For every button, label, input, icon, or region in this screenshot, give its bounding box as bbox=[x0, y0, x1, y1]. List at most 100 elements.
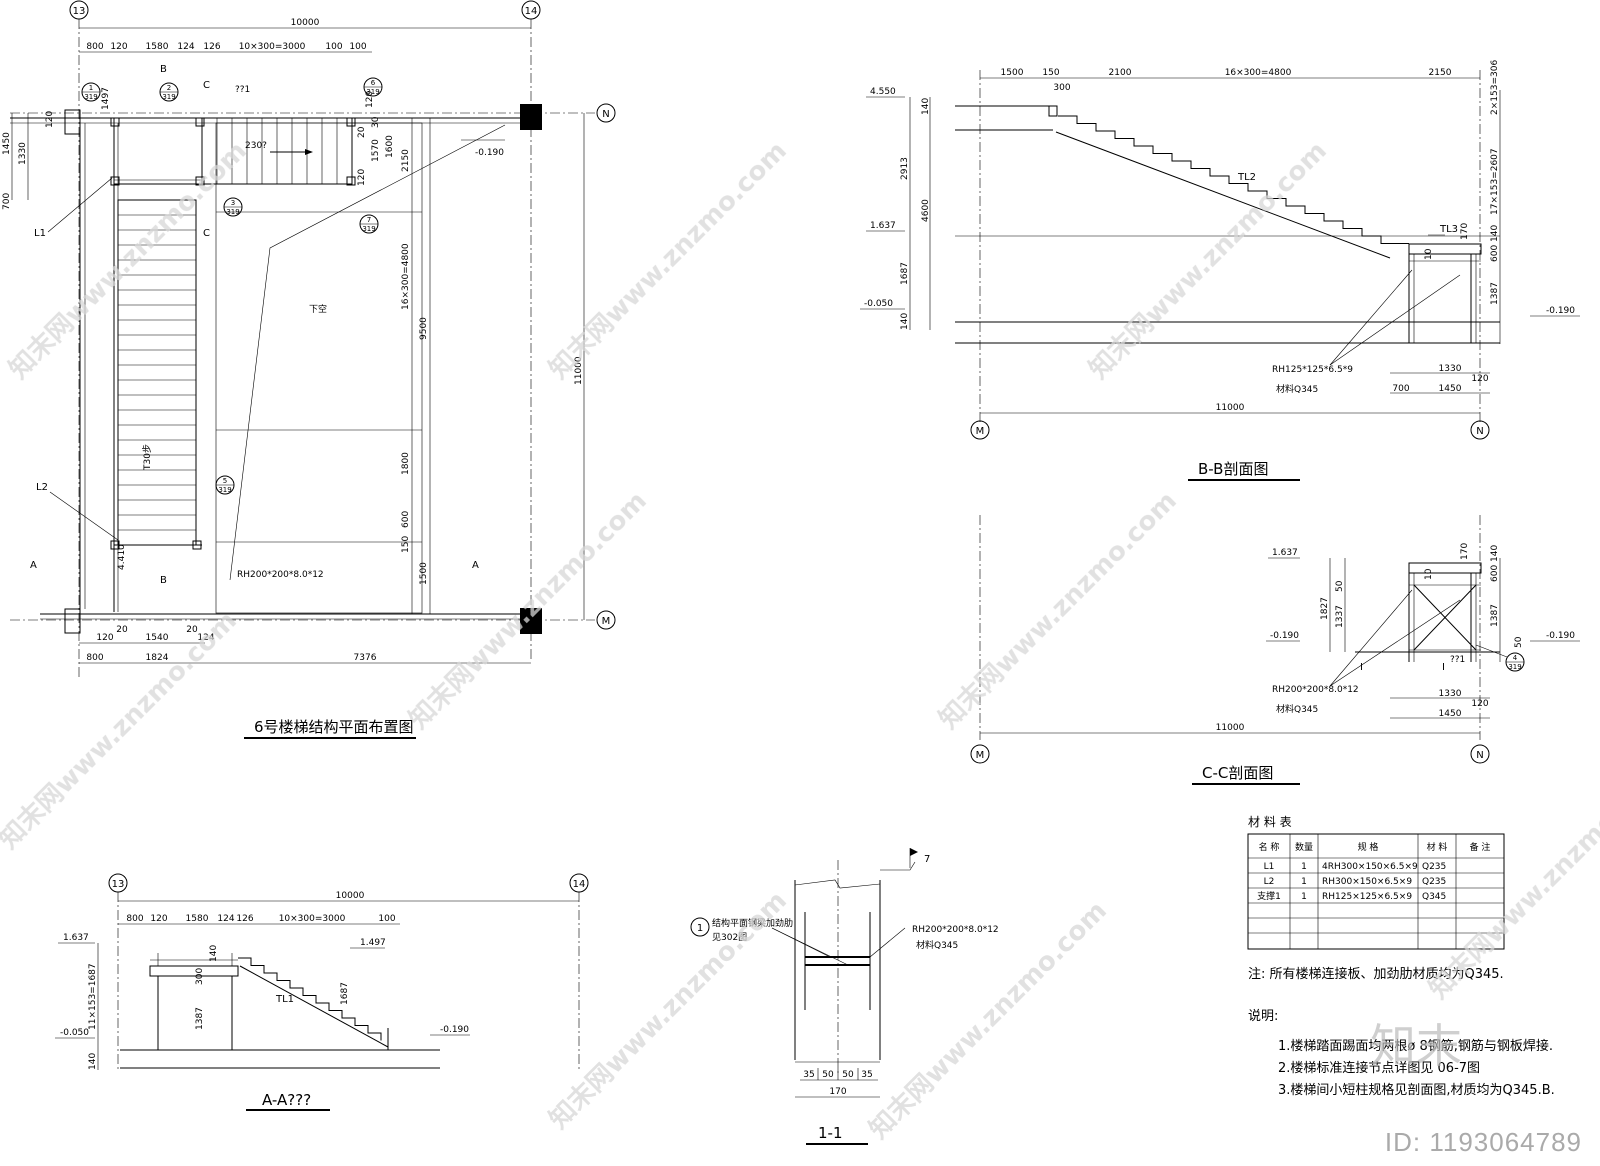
cc-dim-2: 1337 bbox=[1335, 605, 1345, 628]
plan-dim-overall-v: 11000 bbox=[574, 356, 584, 385]
cc-RH: RH200*200*8.0*12 bbox=[1272, 685, 1359, 695]
plan-dim-right-1: 9500 bbox=[419, 317, 429, 340]
bb-dim-top-0: 1500 bbox=[1001, 68, 1024, 78]
plan-title: 6号楼梯结构平面布置图 bbox=[254, 718, 414, 736]
bb-dim-right-1: 17×153=2607 bbox=[1490, 148, 1500, 215]
watermark-text-9: 知末网www.znzmo.com bbox=[1424, 756, 1600, 1005]
aa-dim-top-2: 1580 bbox=[186, 914, 209, 924]
s11-circle: 1 bbox=[697, 923, 703, 934]
aa-level-0: 1.637 bbox=[63, 933, 89, 943]
plan-axis-M: M bbox=[602, 616, 611, 627]
plan-dim-left-3: 1450 bbox=[2, 132, 12, 155]
watermark-text-7: 知末网www.znzmo.com bbox=[544, 886, 793, 1135]
plan-sec-A-right: A bbox=[472, 560, 479, 571]
aa-dim-top-0: 800 bbox=[126, 914, 143, 924]
plan-dim-right-0: 16×300=4800 bbox=[401, 243, 411, 310]
plan-sec-B-top: B bbox=[160, 64, 167, 75]
notes-item-1: 2.楼梯标准连接节点详图见 06-7图 bbox=[1278, 1060, 1480, 1076]
cc-level-1: -0.190 bbox=[1270, 631, 1299, 641]
plan-detail-5-ref: 319 bbox=[218, 486, 231, 494]
plan-dim-ri-5: 120 bbox=[357, 169, 367, 186]
table-header-3: 材 料 bbox=[1427, 841, 1448, 853]
plan-dim-left-1: 120 bbox=[45, 111, 55, 128]
watermark-text-2: 知末网www.znzmo.com bbox=[544, 136, 793, 385]
bb-total: 11000 bbox=[1216, 403, 1245, 413]
cc-level-2: -0.190 bbox=[1546, 631, 1575, 641]
s11-dim-1: 50 bbox=[822, 1070, 834, 1080]
table-cell-2-3: Q345 bbox=[1422, 892, 1446, 902]
bb-v10: 10 bbox=[1424, 248, 1434, 260]
bb-bottom-3: 1450 bbox=[1439, 384, 1462, 394]
bb-section: 1500 150 300 2100 16×300=4800 2150 4.550… bbox=[860, 60, 1580, 481]
plan-dim-right-5: 1500 bbox=[419, 562, 429, 585]
plan-dim-b1-1: 20 bbox=[116, 625, 128, 635]
s11-dim-3: 35 bbox=[861, 1070, 872, 1080]
notes-item-0: 1.楼梯踏面踢面均两根ø 8钢筋,钢筋与钢板焊接. bbox=[1278, 1038, 1553, 1054]
aa-section: 13 14 10000 800 120 1580 124 126 10×300=… bbox=[55, 873, 589, 1111]
aa-dim-top-6: 100 bbox=[378, 914, 395, 924]
aa-dim-top-5: 10×300=3000 bbox=[279, 914, 346, 924]
aa-dim-top-1: 120 bbox=[150, 914, 167, 924]
plan-dim-left-2: 1330 bbox=[18, 142, 28, 165]
aa-dim-v-5: 1687 bbox=[340, 982, 350, 1005]
plan-axis-14: 14 bbox=[525, 6, 538, 17]
cc-mat: 材料Q345 bbox=[1276, 703, 1318, 715]
s11-weld: 7 bbox=[924, 854, 930, 865]
bb-dim-left-0: 140 bbox=[921, 98, 931, 115]
cc-I-right: I bbox=[1442, 662, 1445, 673]
bb-bottom-1: 120 bbox=[1471, 374, 1488, 384]
plan-dim-top-5: 10×300=3000 bbox=[239, 42, 306, 52]
plan-detail-6-ref: 319 bbox=[366, 88, 379, 96]
plan-dim-top-3: 124 bbox=[177, 42, 194, 52]
bb-bottom-0: 1330 bbox=[1439, 364, 1462, 374]
plan-view: 13 14 10000 800 120 1580 124 126 10×300=… bbox=[2, 0, 616, 739]
bb-title: B-B剖面图 bbox=[1198, 460, 1268, 478]
plan-dim-b1-3: 20 bbox=[186, 625, 198, 635]
plan-dim-right-3: 600 bbox=[401, 511, 411, 528]
aa-dim-total: 10000 bbox=[336, 891, 365, 901]
cc-level-0: 1.637 bbox=[1272, 548, 1298, 558]
bb-bottom-2: 700 bbox=[1392, 384, 1409, 394]
notes-note: 注: 所有楼梯连接板、加劲肋材质均为Q345. bbox=[1248, 966, 1504, 982]
bb-TL2: TL2 bbox=[1237, 172, 1256, 183]
plan-detail-7-ref: 319 bbox=[362, 225, 375, 233]
cc-dim-6: 1387 bbox=[1490, 604, 1500, 627]
plan-detail-1-ref: 319 bbox=[84, 93, 97, 101]
plan-dim-b1-0: 120 bbox=[96, 633, 113, 643]
aa-level-2: -0.050 bbox=[60, 1028, 89, 1038]
watermark-text-3: 知末网www.znzmo.com bbox=[1084, 136, 1333, 385]
bb-dim-top-3: 2100 bbox=[1109, 68, 1132, 78]
plan-dim-ri-2: 20 bbox=[357, 126, 367, 138]
table-cell-1-3: Q235 bbox=[1422, 877, 1446, 887]
bb-dim-left-2: 4600 bbox=[921, 199, 931, 222]
bb-dim-right-4: 600 bbox=[1490, 245, 1500, 262]
s11-total: 170 bbox=[829, 1087, 846, 1097]
plan-dim-right-4: 150 bbox=[401, 536, 411, 553]
plan-label-L1: L1 bbox=[34, 228, 46, 239]
plan-detail-7: 7 bbox=[367, 216, 371, 224]
cc-detail-n: 4 bbox=[1513, 654, 1518, 662]
plan-dim-top-2: 1580 bbox=[146, 42, 169, 52]
plan-detail-3: 3 bbox=[231, 199, 235, 207]
s11-note2: 见302图 bbox=[712, 932, 747, 943]
cc-detail-d: 319 bbox=[1508, 663, 1521, 671]
table-header-1: 数量 bbox=[1295, 841, 1313, 853]
cc-I-left: I bbox=[1360, 662, 1363, 673]
plan-dim-left-0: 1497 bbox=[101, 87, 111, 110]
plan-sec-A-left: A bbox=[30, 560, 37, 571]
bb-dim-top-5: 2150 bbox=[1429, 68, 1452, 78]
table-cell-1-2: RH300×150×6.5×9 bbox=[1322, 877, 1412, 887]
plan-level: -0.190 bbox=[475, 148, 504, 158]
bb-level-2: -0.050 bbox=[864, 299, 893, 309]
plan-dim-top-4: 126 bbox=[203, 42, 220, 52]
plan-detail-6: 6 bbox=[371, 79, 376, 87]
cc-axis-N: N bbox=[1476, 750, 1483, 761]
watermark-text-5: 知末网www.znzmo.com bbox=[404, 486, 653, 735]
plan-detail-callouts: 1 319 2 319 3 319 5 319 6 319 7 319 bbox=[81, 77, 383, 495]
plan-dim-ri-6: 2150 bbox=[401, 149, 411, 172]
table-cell-2-0: 支撑1 bbox=[1257, 890, 1281, 902]
aa-dim-v-4: 1387 bbox=[195, 1007, 205, 1030]
notes-item-2: 3.楼梯间小短柱规格见剖面图,材质均为Q345.B. bbox=[1278, 1082, 1555, 1098]
plan-hollow: 下空 bbox=[309, 303, 327, 315]
bb-RH: RH125*125*6.5*9 bbox=[1272, 365, 1353, 375]
